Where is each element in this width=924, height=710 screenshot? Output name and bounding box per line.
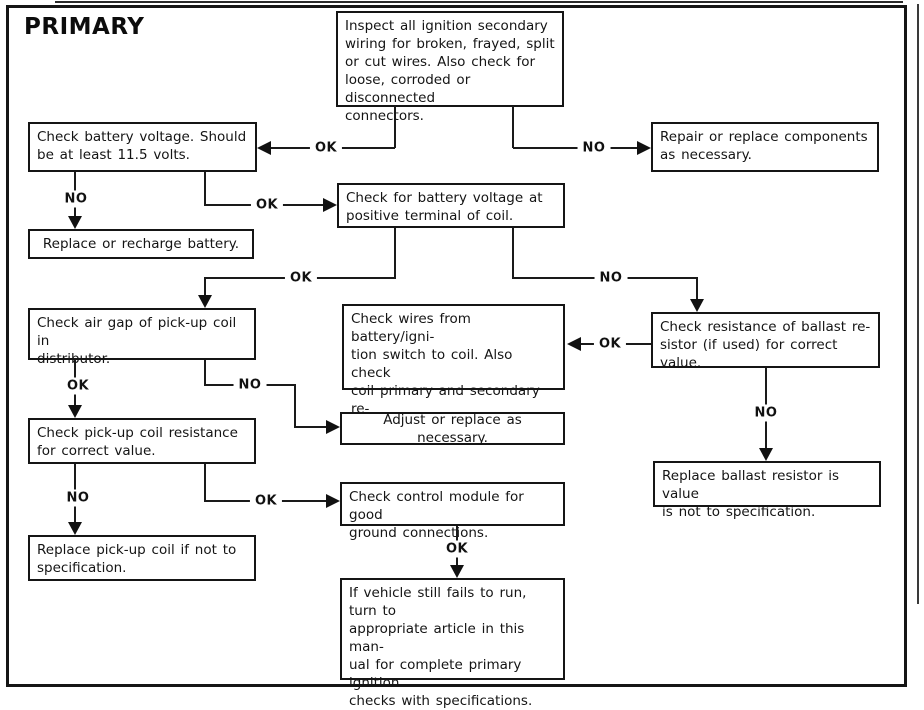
scan-artifact-line (917, 4, 919, 604)
node-check-control-module: Check control module for good ground con… (340, 482, 565, 541)
diagram-border (6, 5, 907, 687)
flow-connector (204, 360, 206, 386)
arrowhead-down-icon (68, 405, 82, 418)
arrowhead-left-icon (567, 337, 581, 351)
node-final-note: If vehicle still fails to run, turn to a… (340, 578, 565, 709)
node-check-pickup-resistance: Check pick-up coil resistance for correc… (28, 418, 256, 464)
flow-connector (696, 277, 698, 301)
edge-label-no: NO (233, 376, 267, 394)
arrowhead-right-icon (323, 198, 337, 212)
edge-label-ok: OK (61, 377, 95, 395)
page-title: PRIMARY (24, 14, 145, 40)
arrowhead-down-icon (690, 299, 704, 312)
node-check-wires: Check wires from battery/igni- tion swit… (342, 304, 565, 435)
arrowhead-down-icon (68, 522, 82, 535)
edge-label-ok: OK (440, 540, 474, 558)
flow-connector (204, 172, 206, 206)
arrowhead-down-icon (68, 216, 82, 229)
node-check-air-gap: Check air gap of pick-up coil in distrib… (28, 308, 256, 367)
flow-connector (204, 277, 206, 297)
edge-label-no: NO (594, 269, 628, 287)
flow-connector (294, 384, 296, 428)
edge-label-no: NO (59, 190, 93, 208)
flow-connector (512, 106, 514, 148)
node-replace-recharge: Replace or recharge battery. (28, 229, 254, 259)
node-inspect-wiring: Inspect all ignition secondary wiring fo… (336, 11, 564, 124)
edge-label-ok: OK (250, 196, 284, 214)
arrowhead-right-icon (326, 420, 340, 434)
edge-label-no: NO (61, 489, 95, 507)
node-check-ballast: Check resistance of ballast re- sistor (… (651, 312, 880, 371)
flow-connector (204, 464, 206, 502)
edge-label-no: NO (577, 139, 611, 157)
arrowhead-right-icon (637, 141, 651, 155)
node-replace-pickup: Replace pick-up coil if not to specifica… (28, 535, 256, 581)
arrowhead-down-icon (759, 448, 773, 461)
edge-label-ok: OK (249, 492, 283, 510)
flow-connector (394, 106, 396, 148)
edge-label-no: NO (749, 404, 783, 422)
edge-label-ok: OK (309, 139, 343, 157)
flow-connector (394, 228, 396, 279)
node-check-coil-voltage: Check for battery voltage at positive te… (337, 183, 565, 228)
arrowhead-left-icon (257, 141, 271, 155)
node-adjust-replace: Adjust or replace as necessary. (340, 412, 565, 446)
flow-connector (294, 426, 327, 428)
flow-connector (512, 228, 514, 279)
edge-label-ok: OK (593, 335, 627, 353)
node-replace-ballast: Replace ballast resistor is value is not… (653, 461, 881, 520)
arrowhead-down-icon (198, 295, 212, 308)
scan-artifact-line (55, 1, 903, 3)
node-check-battery: Check battery voltage. Should be at leas… (28, 122, 257, 172)
arrowhead-right-icon (326, 494, 340, 508)
edge-label-ok: OK (284, 269, 318, 287)
arrowhead-down-icon (450, 565, 464, 578)
node-repair-components: Repair or replace components as necessar… (651, 122, 879, 172)
flow-connector (513, 147, 639, 149)
